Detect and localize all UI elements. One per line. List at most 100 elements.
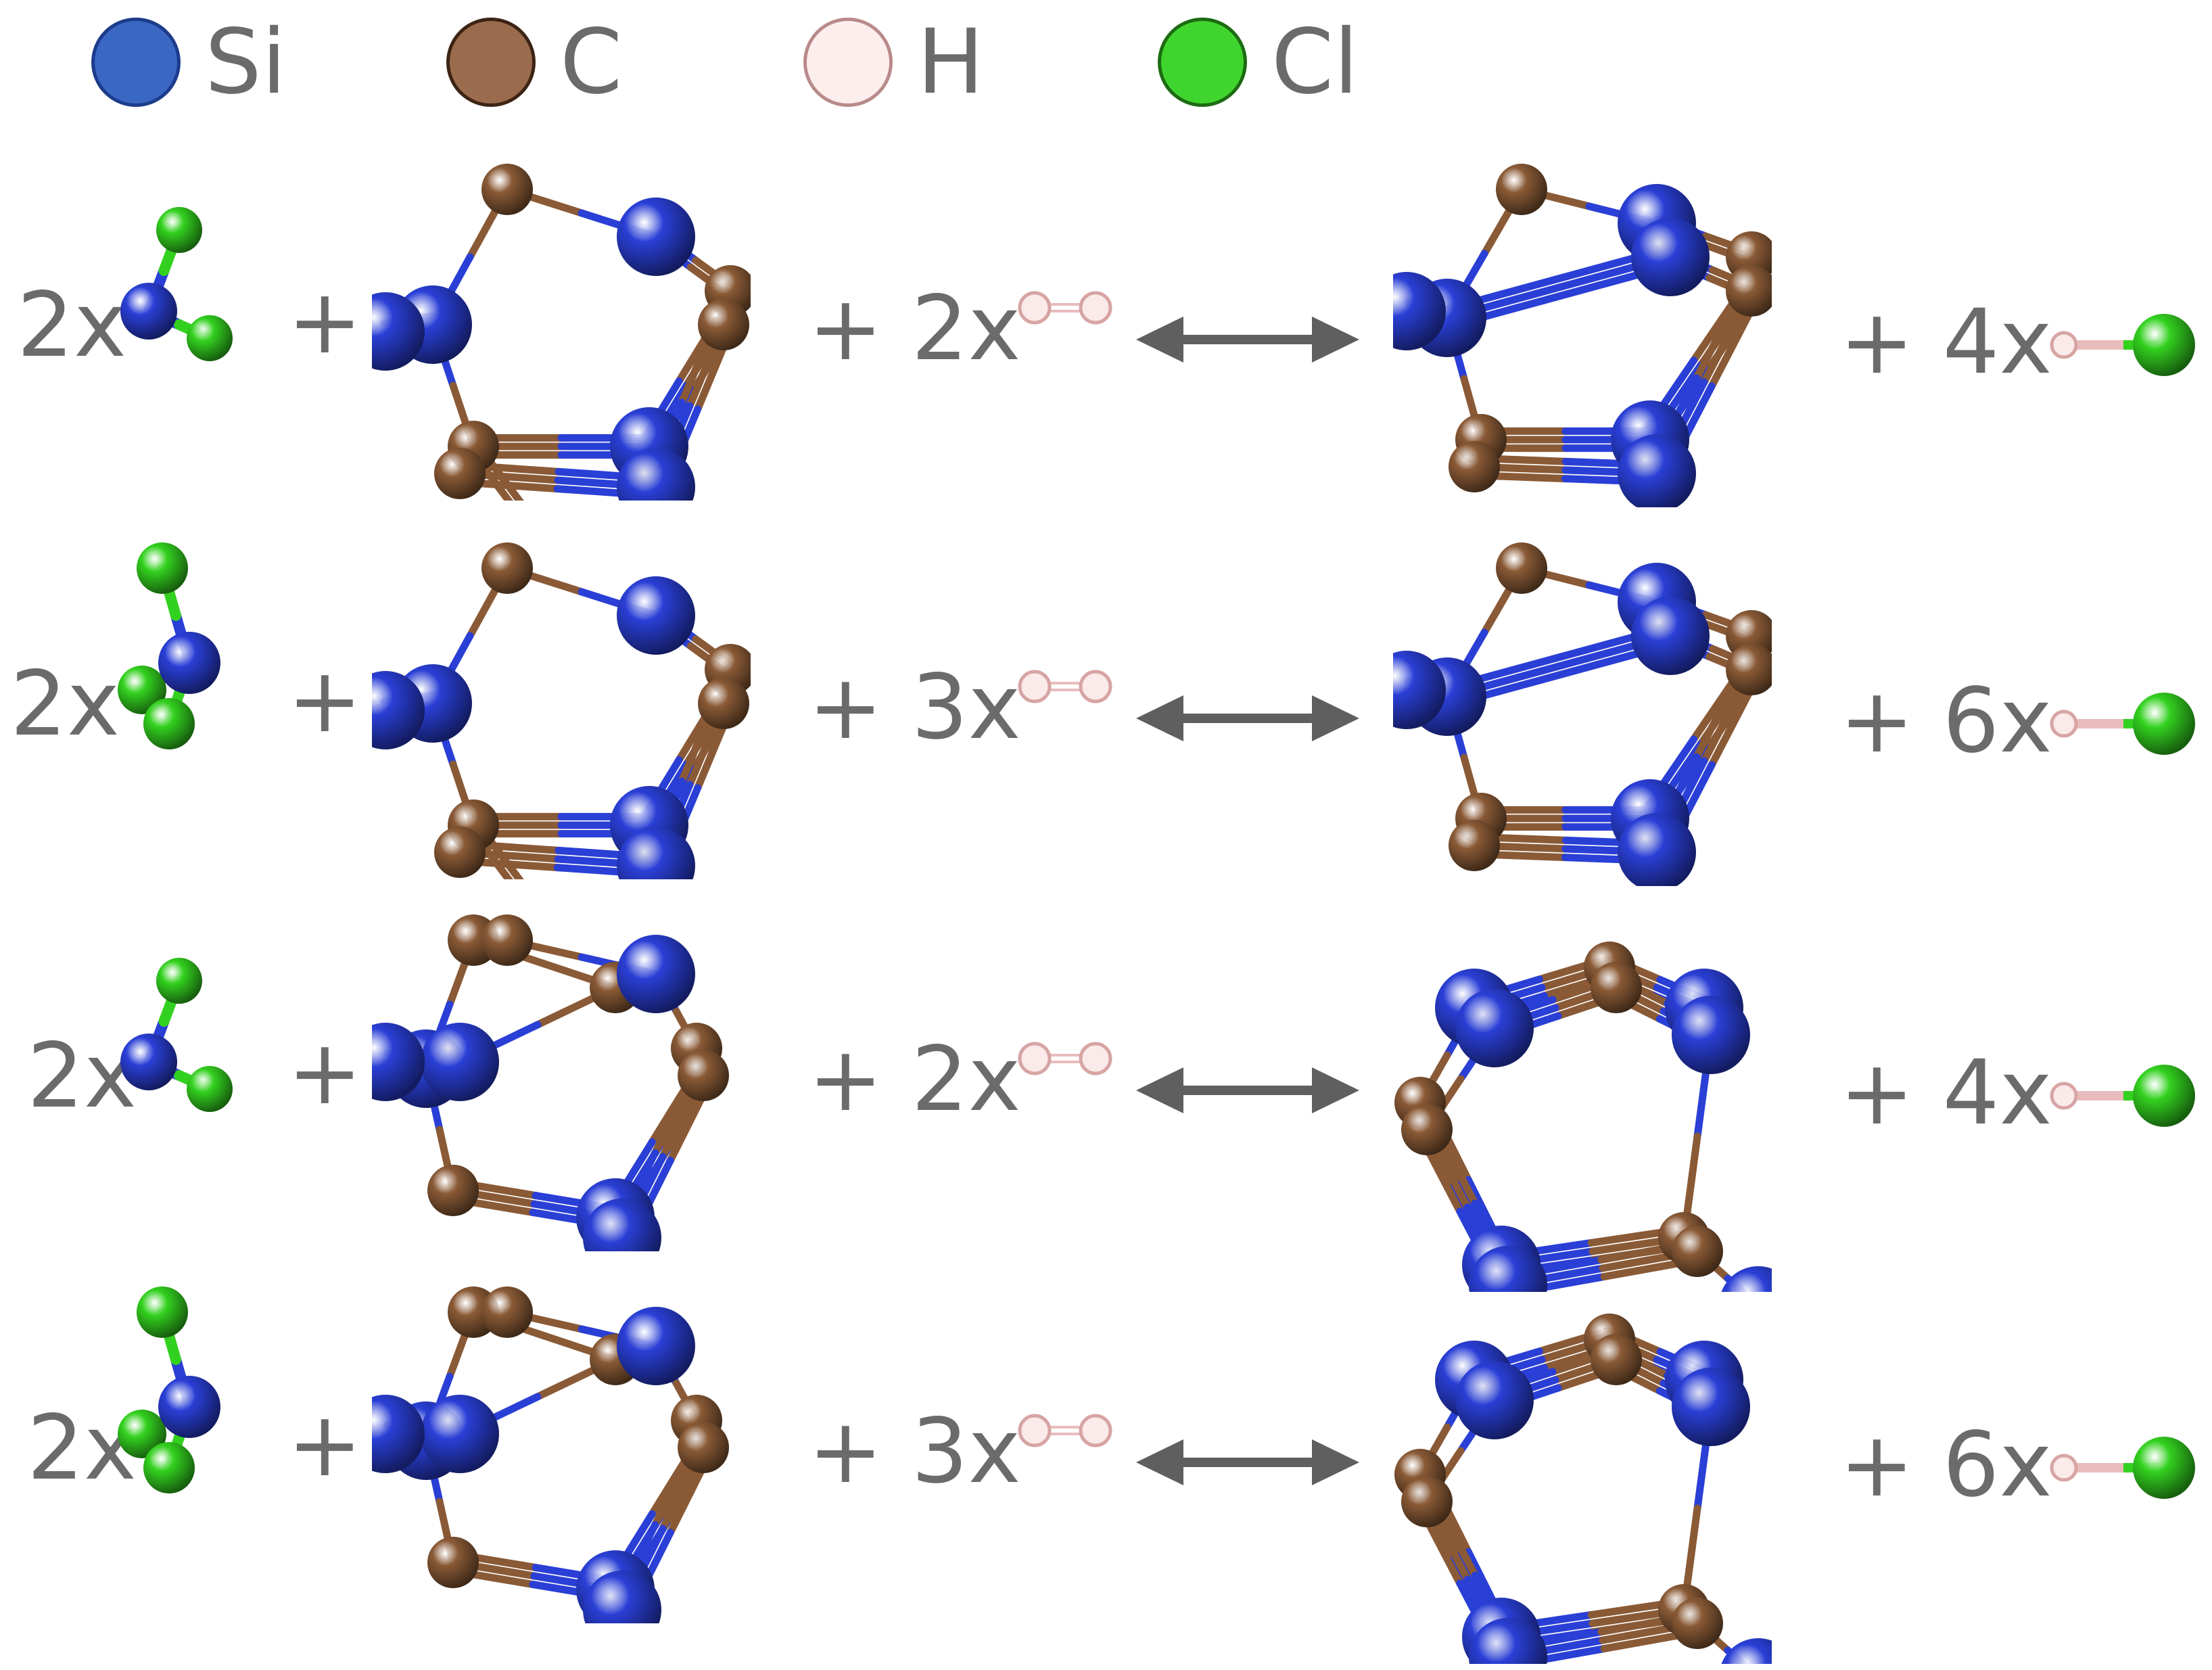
reaction-row: 2x++ 2x+ 4x [0,900,2212,1292]
c-atom [434,448,486,499]
h-atom [1079,1042,1112,1075]
si-atom [1618,434,1696,507]
si-atom [1455,1361,1534,1439]
reaction-row: 2x++ 3x+ 6x [0,1272,2212,1664]
h2-molecule-icon [1018,670,1112,703]
c-atom [1672,1598,1723,1649]
product-surface-structure [1393,542,1772,886]
si-atom [421,1023,499,1101]
si-atom [617,576,695,655]
hcl-coefficient: + 4x [1839,1041,2052,1145]
si-atom [1469,1618,1547,1664]
reaction-row: 2x + + 2x + 4x [0,149,2212,528]
hcl-coefficient: + 4x [1839,290,2052,394]
legend-label-si: Si [205,10,287,114]
h2-coefficient: + 3x [808,1399,1021,1504]
reactant-coefficient: 2x [17,273,127,377]
h-atom [1018,1414,1052,1447]
si-atom [158,1376,220,1438]
c-atom [1449,441,1500,492]
c-atom [1401,1104,1453,1155]
plus-sign: + [287,270,362,374]
legend-label-c: C [560,10,623,114]
si-atom [1631,218,1710,296]
plus-sign: + [287,649,362,753]
reaction-row: 2x++ 3x+ 6x [0,528,2212,906]
si-atom [372,1023,425,1101]
c-atom [1672,1226,1723,1277]
si-atom [120,283,177,340]
h-atom [1079,1414,1112,1447]
c-atom [1401,1476,1453,1527]
si-atom [1618,813,1696,886]
si-atom [372,292,425,371]
legend-item-c: C [446,15,622,110]
si-atom [120,1034,177,1090]
si-atom [158,632,220,694]
hcl-coefficient: + 6x [1839,1413,2052,1517]
cl-atom [118,1410,166,1458]
hcl-coefficient: + 6x [1839,669,2052,773]
cl-atom [156,207,202,253]
h-atom [1079,291,1112,325]
cl-atom [137,1286,188,1338]
cl-atom [187,1066,233,1112]
c-atom [427,1537,479,1588]
h2-molecule-icon [1018,1414,1112,1447]
h-atom [1018,1042,1052,1075]
h-atom [1018,291,1052,325]
product-surface-structure [1394,1314,1772,1664]
si-atom [372,1395,425,1473]
cl-atom [2133,314,2195,376]
reactant-surface-structure [372,1286,729,1623]
si-atom [1393,272,1446,350]
c-atom [1496,542,1547,594]
c-atom [481,914,533,966]
h-atom-icon [803,18,893,107]
si-atom [1393,651,1446,729]
c-atom [481,164,533,215]
hcl-molecule-icon [2050,1437,2195,1499]
cl-atom [2133,693,2195,755]
c-atom [678,1050,729,1101]
legend-label-cl: Cl [1271,10,1359,114]
c-atom [434,827,486,878]
hcl-molecule-icon [2050,314,2195,376]
h2-molecule-icon [1018,1042,1112,1075]
element-legend: Si C H Cl [0,0,2212,129]
h2-molecule-icon [1018,291,1112,325]
cl-atom [137,542,188,594]
legend-item-cl: Cl [1158,15,1359,110]
h-atom [1018,670,1052,703]
c-atom [1496,164,1547,215]
legend-label-h: H [917,10,985,114]
legend-item-h: H [803,15,984,110]
si-atom [372,671,425,749]
si-atom [617,1307,695,1385]
si-atom [617,198,695,276]
cl-atom [143,1442,195,1493]
cl-atom [2133,1065,2195,1127]
reactant-coefficient: 2x [27,1024,137,1128]
h2-coefficient: + 2x [808,277,1021,381]
cl-atom [143,698,195,749]
hcl-molecule-icon [2050,693,2195,755]
c-atom [698,678,749,729]
cl-atom [2133,1437,2195,1499]
si-atom [1721,1638,1772,1664]
reactant-coefficient: 2x [10,652,120,756]
si-atom [421,1395,499,1473]
si-atom [1672,996,1750,1074]
c-atom [1726,265,1772,317]
h-atom [2050,1454,2078,1482]
cl-atom-icon [1158,18,1247,107]
c-atom [481,1286,533,1338]
double-headed-arrow-icon [1136,317,1359,363]
si-atom [617,827,695,879]
c-atom-icon [446,18,536,107]
reactant-surface-structure [372,542,751,879]
h-atom [2050,331,2078,359]
h-atom [2050,710,2078,738]
sih2cl2-molecule [120,958,233,1112]
h2-coefficient: + 2x [808,1027,1021,1132]
